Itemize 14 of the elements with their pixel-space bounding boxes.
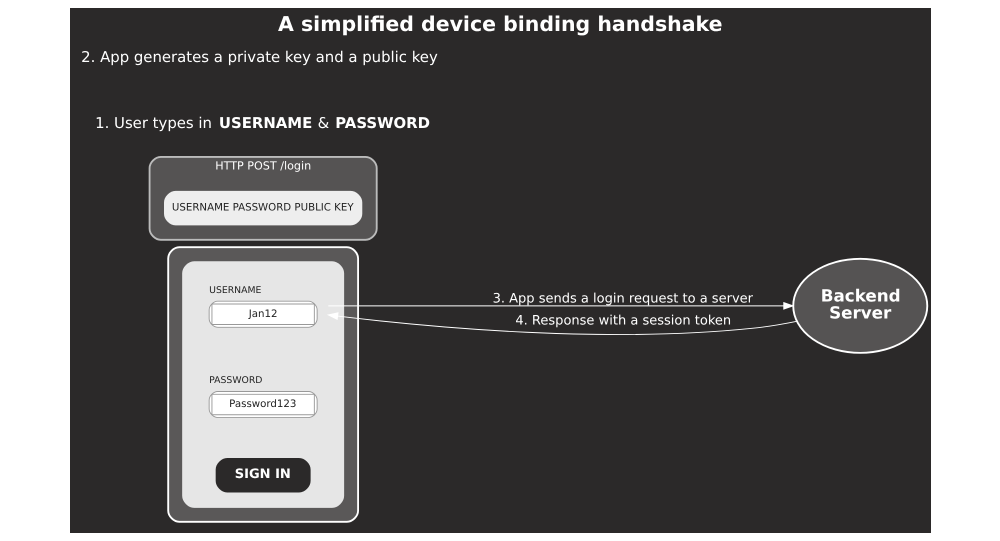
edge-label: 4. Response with a session token [514, 314, 731, 329]
label: 1. User types in USERNAME & PASSWORD [94, 114, 430, 132]
node-box: USERNAME PASSWORD PUBLIC KEY [164, 190, 362, 226]
arrow [326, 312, 797, 335]
arrow [327, 302, 794, 310]
cluster [166, 246, 359, 523]
node-box: SIGN IN [215, 458, 310, 492]
node-label: PASSWORD [208, 375, 262, 386]
diagram-title: A simplified device binding handshake [278, 12, 722, 36]
edge-label: 3. App sends a login request to a server [492, 291, 753, 306]
node-ellipse: Backend Server [792, 258, 928, 354]
label: 2. App generates a private key and a public key [80, 48, 438, 66]
node-label: USERNAME [208, 284, 261, 296]
cluster [182, 261, 344, 508]
